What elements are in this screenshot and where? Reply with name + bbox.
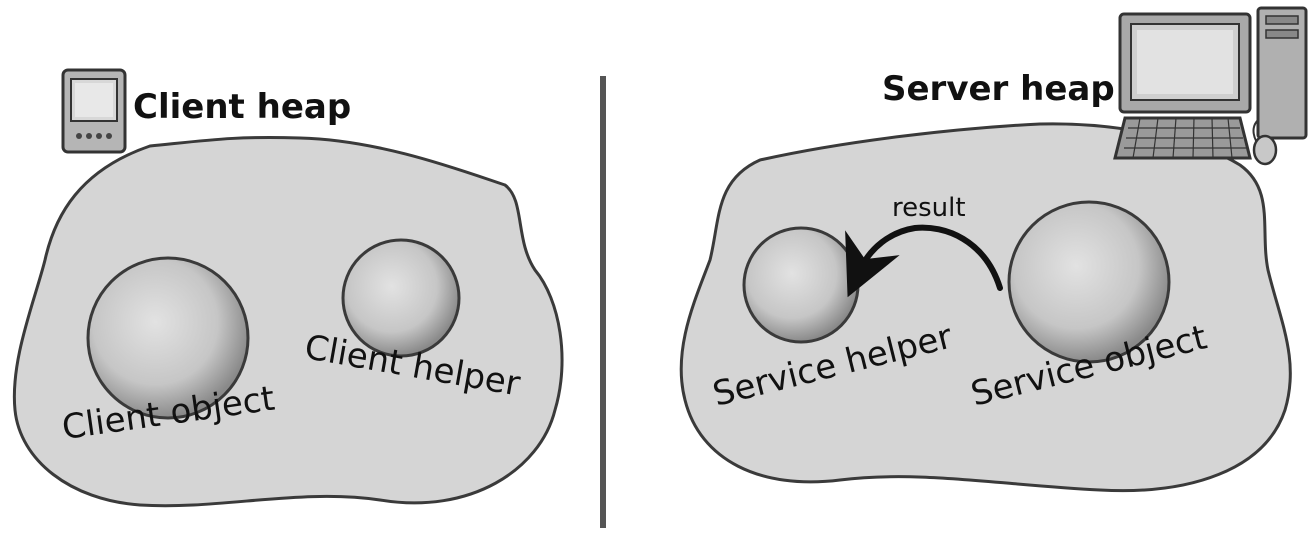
client-object-sphere xyxy=(86,256,250,420)
server-heap-title: Server heap xyxy=(882,69,1115,109)
client-heap: Client object Client helper xyxy=(12,135,564,508)
client-heap-title: Client heap xyxy=(133,87,351,127)
handheld-device-icon xyxy=(61,68,127,154)
server-heap: result Service helper Service object xyxy=(679,122,1292,493)
client-helper-sphere xyxy=(341,238,461,358)
server-heap-blob xyxy=(679,122,1292,493)
result-arrow xyxy=(845,224,1003,298)
result-label: result xyxy=(892,193,966,223)
service-object-sphere xyxy=(1007,200,1171,364)
service-helper-sphere xyxy=(742,226,860,344)
desktop-computer-icon xyxy=(1113,6,1308,166)
